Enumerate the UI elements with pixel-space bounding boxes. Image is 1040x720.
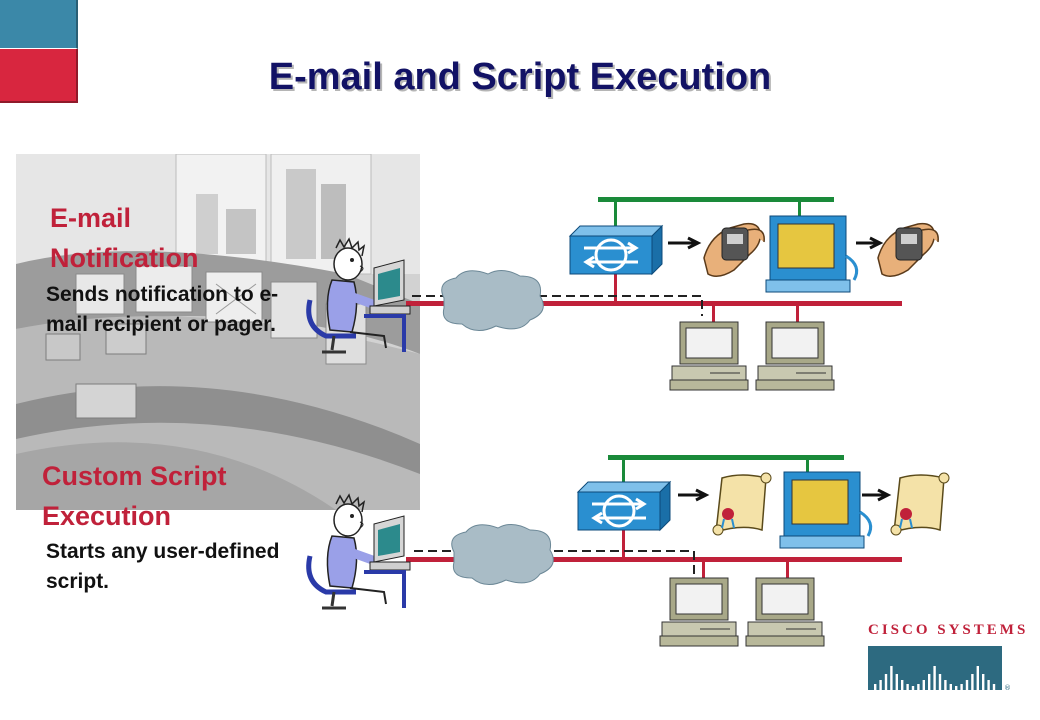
custom-script-description: Starts any user-defined script.	[46, 540, 280, 593]
email-notification-heading: E-mail Notification	[50, 203, 199, 273]
custom-script-heading: Custom Script Execution	[42, 461, 227, 531]
logo-text: CISCO SYSTEMS	[868, 622, 1029, 638]
logo-bridge-icon: ®	[868, 646, 1010, 692]
cisco-systems-logo: CISCO SYSTEMS ®	[868, 622, 1029, 692]
email-notification-description: Sends notification to e-mail recipient o…	[46, 283, 279, 336]
corner-block-blue	[0, 0, 78, 49]
slide-title: E-mail and Script Execution	[268, 56, 772, 98]
corner-block-red	[0, 49, 78, 103]
svg-text:®: ®	[1004, 684, 1010, 692]
